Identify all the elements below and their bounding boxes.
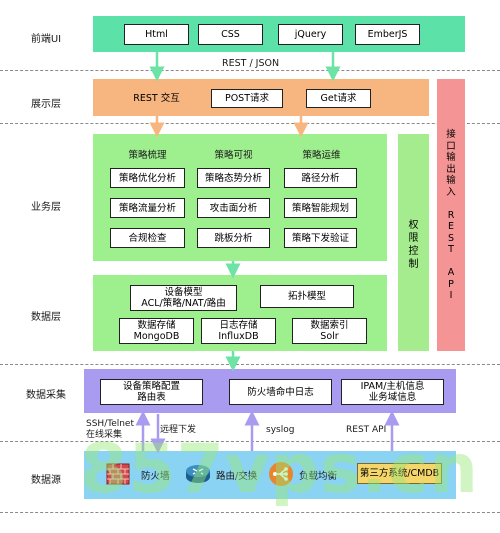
layer-label-frontend: 前端UI	[30, 34, 62, 45]
layer-label-source: 数据源	[31, 475, 61, 486]
data-device-model: 设备模型 ACL/策略/NAT/路由	[130, 285, 237, 311]
layer-label-data: 数据层	[31, 312, 61, 323]
source-firewall-label: 防火墙	[141, 471, 170, 482]
interface-label: 接 口 输 出 输 入 R E S T A P I	[446, 129, 456, 301]
separator-line	[0, 364, 500, 365]
collect-config: 设备策略配置 路由表	[100, 379, 203, 405]
router-icon	[186, 465, 210, 483]
data-log-influxdb: 日志存储 InfluxDB	[201, 318, 276, 344]
permission-label: 权 限 控 制	[408, 220, 419, 270]
collect-firewall-log: 防火墙命中日志	[229, 379, 332, 405]
business-item: 策略流量分析	[110, 198, 185, 218]
data-storage-mongodb: 数据存储 MongoDB	[119, 318, 194, 344]
connector-ssh-label: SSH/Telnet 在线采集	[86, 419, 135, 440]
data-topology-model: 拓扑模型	[260, 285, 354, 308]
business-item: 路径分析	[284, 168, 357, 188]
business-item: 策略下发验证	[284, 228, 357, 248]
separator-line	[0, 441, 500, 442]
source-router-label: 路由/交换	[216, 471, 258, 482]
business-item: 合规检查	[110, 228, 185, 248]
frontend-item-emberjs: EmberJS	[355, 24, 420, 45]
business-item: 策略态势分析	[197, 168, 270, 188]
layer-label-display: 展示层	[31, 99, 61, 110]
display-item-get: Get请求	[306, 89, 371, 108]
rest-json-label: REST / JSON	[222, 58, 280, 69]
separator-line	[0, 70, 500, 71]
load-balancer-icon	[269, 462, 293, 486]
source-lb-label: 负载均衡	[299, 471, 338, 482]
interface-band	[437, 79, 465, 351]
business-header-3: 策略运维	[302, 150, 341, 161]
business-item: 跳板分析	[197, 228, 270, 248]
connector-syslog-label: syslog	[266, 425, 295, 435]
collect-ipam: IPAM/主机信息 业务域信息	[341, 379, 444, 405]
display-item-post: POST请求	[211, 89, 283, 108]
business-item: 攻击面分析	[197, 198, 270, 218]
data-index-solr: 数据索引 Solr	[292, 318, 367, 344]
frontend-item-jquery: jQuery	[278, 24, 343, 45]
source-third-party: 第三方系统/CMDB	[357, 463, 442, 484]
business-item: 策略智能规划	[284, 198, 357, 218]
connector-remote-label: 远程下发	[160, 425, 197, 435]
business-header-2: 策略可视	[214, 150, 253, 161]
layer-label-collect: 数据采集	[26, 390, 66, 401]
business-item: 策略优化分析	[110, 168, 185, 188]
business-header-1: 策略梳理	[128, 150, 167, 161]
frontend-item-css: CSS	[198, 24, 263, 45]
permission-band	[398, 134, 429, 351]
firewall-icon	[106, 463, 130, 485]
separator-line	[0, 512, 500, 513]
layer-label-business: 业务层	[31, 202, 61, 213]
frontend-item-html: Html	[124, 24, 189, 45]
connector-rest-api-label: REST API	[346, 425, 387, 435]
display-item-rest: REST 交互	[133, 93, 180, 104]
separator-line	[0, 123, 500, 124]
